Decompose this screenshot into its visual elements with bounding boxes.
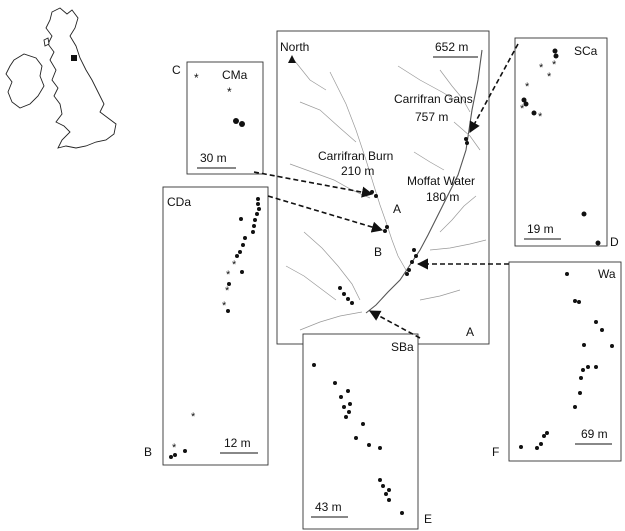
inset-e-sba: E SBa 43 m [302,333,432,530]
inset-f-letter: F [492,445,499,459]
arrow-c-to-map [253,171,374,198]
great-britain-outline [45,7,117,149]
place-elev-carrifran-burn: 210 m [341,164,374,178]
star-icon: * [194,71,199,85]
inset-e-scale: 43 m [315,500,342,514]
star-icon: * [552,59,557,71]
inset-f-points [519,272,614,450]
inset-b-scale: 12 m [224,436,251,450]
inset-b-title: CDa [167,195,191,209]
place-elev-carrifran-gans: 757 m [415,110,448,124]
inset-b-points: * * * * * * [169,197,261,459]
study-site-marker [71,55,77,61]
inset-d-sca: D SCa * * * * * * 19 m [514,37,619,249]
island-outline [43,37,50,47]
star-icon: * [191,411,196,423]
star-icon: * [520,103,525,115]
inset-c-title: CMa [222,68,248,82]
inset-e-title: SBa [391,340,414,354]
north-label: North [280,40,309,54]
star-icon: * [539,62,544,74]
inset-b-letter: B [144,445,152,459]
main-scale-bar: 652 m [433,40,478,58]
main-map-panel: North 652 m Carrifran Gans 757 m Carrifr… [276,30,490,345]
star-icon: * [222,300,227,312]
star-icon: * [172,442,177,454]
inset-f-wa: F Wa 69 m [492,261,622,462]
inset-d-letter: D [610,235,619,249]
star-icon: * [547,71,552,83]
main-panel-letter: A [466,325,474,339]
arrow-b-to-map [267,195,384,233]
star-icon: * [525,81,530,93]
inset-c-cma: C CMa * * 30 m [172,61,264,175]
inset-c-scale: 30 m [200,151,227,165]
arrow-d-to-map [469,43,519,133]
inset-e-letter: E [424,512,432,526]
inset-f-title: Wa [598,267,616,281]
inset-d-title: SCa [574,44,598,58]
inset-arrows [253,43,519,339]
north-arrow: North [280,40,309,63]
ireland-outline [5,53,45,109]
site-letter-b: B [374,245,382,259]
main-scale-label: 652 m [435,40,468,54]
star-icon: * [225,285,230,297]
star-icon: * [538,111,543,123]
star-icon: * [232,259,237,271]
inset-c-letter: C [172,63,181,77]
place-elev-moffat-water: 180 m [426,190,459,204]
arrow-e-to-map [369,310,421,339]
river-network [285,49,487,331]
star-icon: * [227,85,232,99]
inset-f-scale: 69 m [581,427,608,441]
inset-d-points: * * * * * * [520,48,601,246]
place-name-carrifran-gans: Carrifran Gans [394,92,473,106]
inset-b-cda: B CDa * * * * * * 12 m [144,186,269,466]
star-icon: * [226,269,231,281]
uk-overview-map [5,7,117,149]
inset-c-points: * * [194,71,245,127]
place-name-carrifran-burn: Carrifran Burn [318,149,393,163]
inset-e-points [312,363,404,515]
site-letter-a: A [393,202,401,216]
inset-d-scale: 19 m [527,222,554,236]
north-arrow-icon [288,55,296,63]
place-name-moffat-water: Moffat Water [407,174,475,188]
